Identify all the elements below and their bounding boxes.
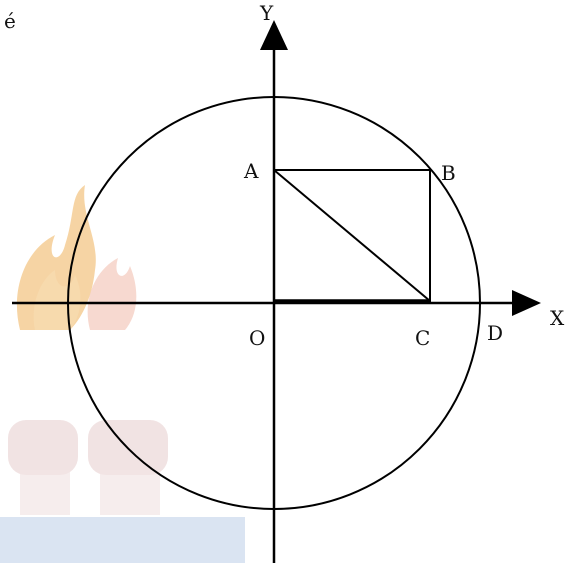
- point-C-label: C: [415, 326, 430, 350]
- emblem-bar-icon: [0, 517, 245, 563]
- torch-emblem-watermark: [0, 185, 245, 563]
- flame-right-icon: [87, 258, 137, 330]
- x-axis-arrowhead: [512, 290, 541, 316]
- pillar-left-icon: [8, 420, 78, 475]
- point-A-label: A: [243, 159, 259, 183]
- pillar-right-base-icon: [100, 470, 160, 515]
- y-axis-label: Y: [259, 1, 274, 25]
- point-O-label: O: [249, 326, 265, 350]
- y-axis-arrowhead: [260, 20, 288, 50]
- corner-top-left-label: é: [4, 9, 16, 33]
- diagonal-AC: [273, 169, 431, 302]
- pillar-left-base-icon: [20, 470, 70, 515]
- x-axis-label: X: [550, 306, 565, 330]
- point-D-label: D: [487, 321, 503, 345]
- point-B-label: B: [441, 161, 456, 185]
